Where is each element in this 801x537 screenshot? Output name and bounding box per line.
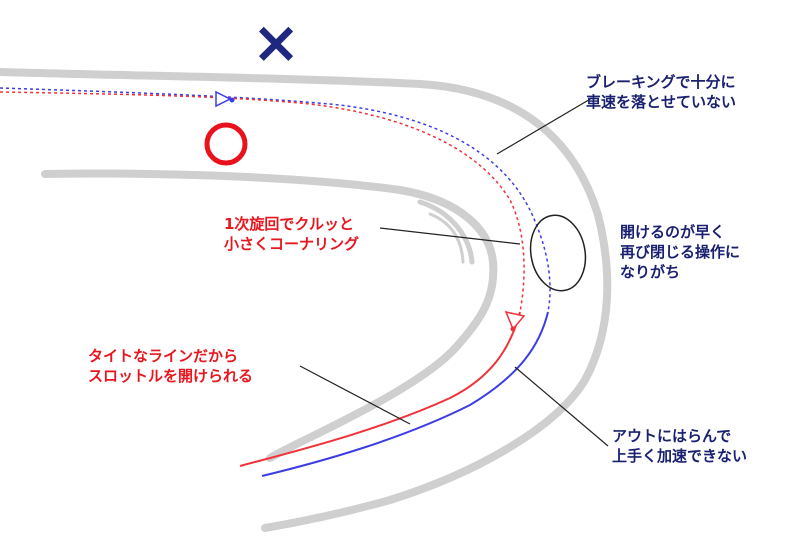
annotation-early-open-line2: 再び閉じる操作に (620, 243, 741, 261)
annotation-tight-turn: 1次旋回でクルッと 小さくコーナリング (224, 214, 359, 254)
annotation-tight-turn-line2: 小さくコーナリング (224, 235, 360, 253)
annotation-early-open: 開けるのが早く 再び閉じる操作に なりがち (620, 222, 740, 282)
track-inner-rumble-2 (428, 212, 465, 264)
bad-line-solid (261, 311, 549, 477)
leader-tight-line (299, 365, 411, 425)
track-inner-edge (41, 169, 498, 349)
annotation-braking-line2: 車速を落とせていない (586, 93, 737, 111)
good-line-dashed (0, 91, 525, 313)
bad-marker-cross: × (252, 8, 301, 76)
blue-brake-point (229, 97, 235, 103)
track-inner-edge-lower (266, 341, 462, 462)
annotation-early-open-line1: 開けるのが早く (620, 223, 726, 241)
leader-no-accel (514, 366, 609, 447)
bad-line-dashed (0, 87, 551, 313)
annotation-no-accel-line1: アウトにはらんで (612, 427, 732, 445)
annotation-no-accel: アウトにはらんで 上手く加速できない (612, 426, 747, 466)
good-line-solid (239, 311, 521, 467)
annotation-tight-line-line2: スロットルを開けられる (88, 367, 254, 385)
red-direction-arrow (504, 310, 526, 331)
early-throttle-ellipse (529, 214, 587, 292)
track-edges (0, 68, 612, 532)
leader-braking (496, 97, 593, 155)
good-marker-circle (204, 122, 248, 166)
track-inner-rumble (417, 199, 475, 265)
annotation-tight-line: タイトなラインだから スロットルを開けられる (88, 346, 253, 386)
track-outer-edge (0, 68, 612, 532)
annotation-early-open-line3: なりがち (620, 263, 681, 281)
leader-lines (299, 97, 609, 447)
annotation-braking-line1: ブレーキングで十分に (586, 73, 736, 91)
blue-direction-arrow (215, 90, 232, 108)
leader-tight-turn (379, 227, 521, 245)
annotation-braking: ブレーキングで十分に 車速を落とせていない (586, 72, 736, 112)
annotation-tight-turn-line1: 1次旋回でクルッと (224, 215, 354, 233)
annotation-tight-line-line1: タイトなラインだから (88, 347, 239, 365)
red-throttle-point (510, 326, 516, 332)
annotation-no-accel-line2: 上手く加速できない (612, 447, 748, 465)
